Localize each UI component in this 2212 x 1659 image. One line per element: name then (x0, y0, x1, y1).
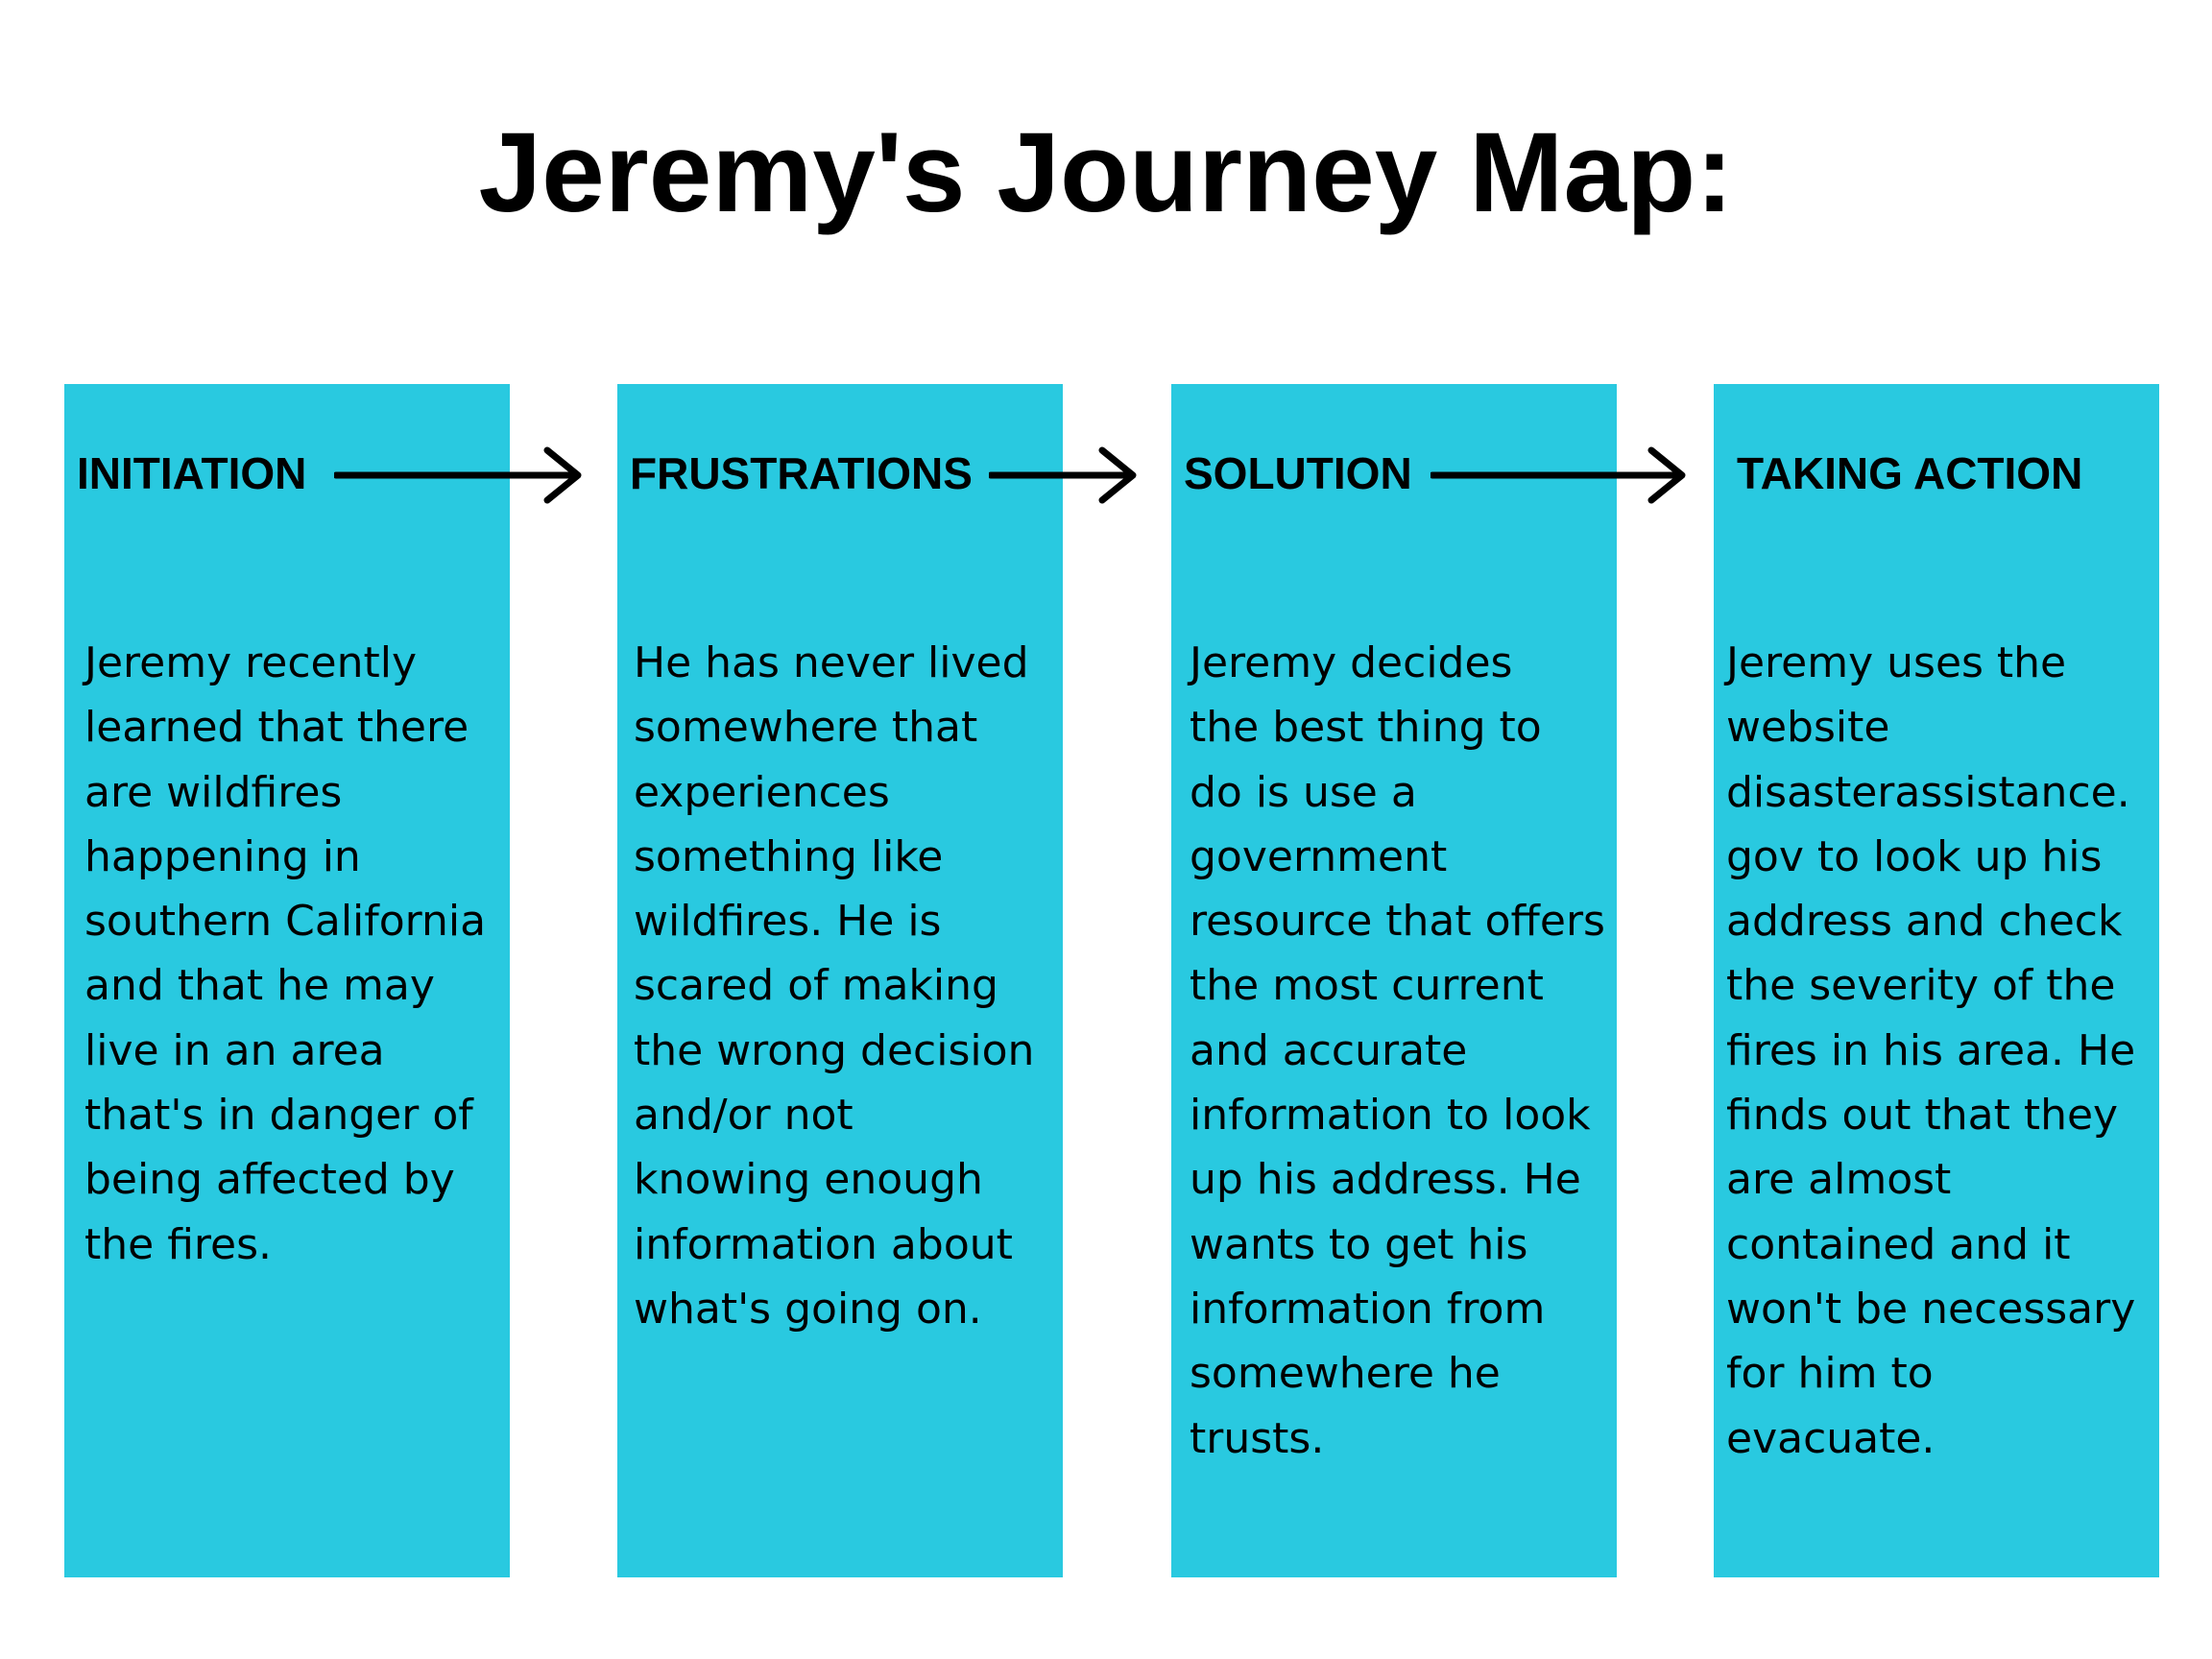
stage-description: Jeremy recently learned that there are w… (84, 638, 487, 1269)
stage-description: Jeremy decides the best thing to do is u… (1190, 638, 1605, 1463)
stage-description: He has never lived somewhere that experi… (634, 638, 1035, 1334)
flow-arrow-icon (989, 446, 1141, 504)
stage-heading: SOLUTION (1184, 448, 1412, 498)
stage-heading: TAKING ACTION (1737, 448, 2083, 498)
stage-card-solution: SOLUTION Jeremy decides the best thing t… (1171, 384, 1617, 1577)
flow-arrow-icon (1431, 446, 1690, 504)
page-title: Jeremy's Journey Map: (478, 109, 1734, 236)
stage-card-initiation: INITIATION Jeremy recently learned that … (64, 384, 510, 1577)
stage-description: Jeremy uses the website disasterassistan… (1726, 638, 2136, 1463)
stage-card-taking-action: TAKING ACTION Jeremy uses the website di… (1714, 384, 2159, 1577)
stage-card-frustrations: FRUSTRATIONS He has never lived somewher… (617, 384, 1063, 1577)
stage-heading: FRUSTRATIONS (630, 448, 973, 498)
stage-heading: INITIATION (77, 448, 307, 498)
flow-arrow-icon (334, 446, 586, 504)
